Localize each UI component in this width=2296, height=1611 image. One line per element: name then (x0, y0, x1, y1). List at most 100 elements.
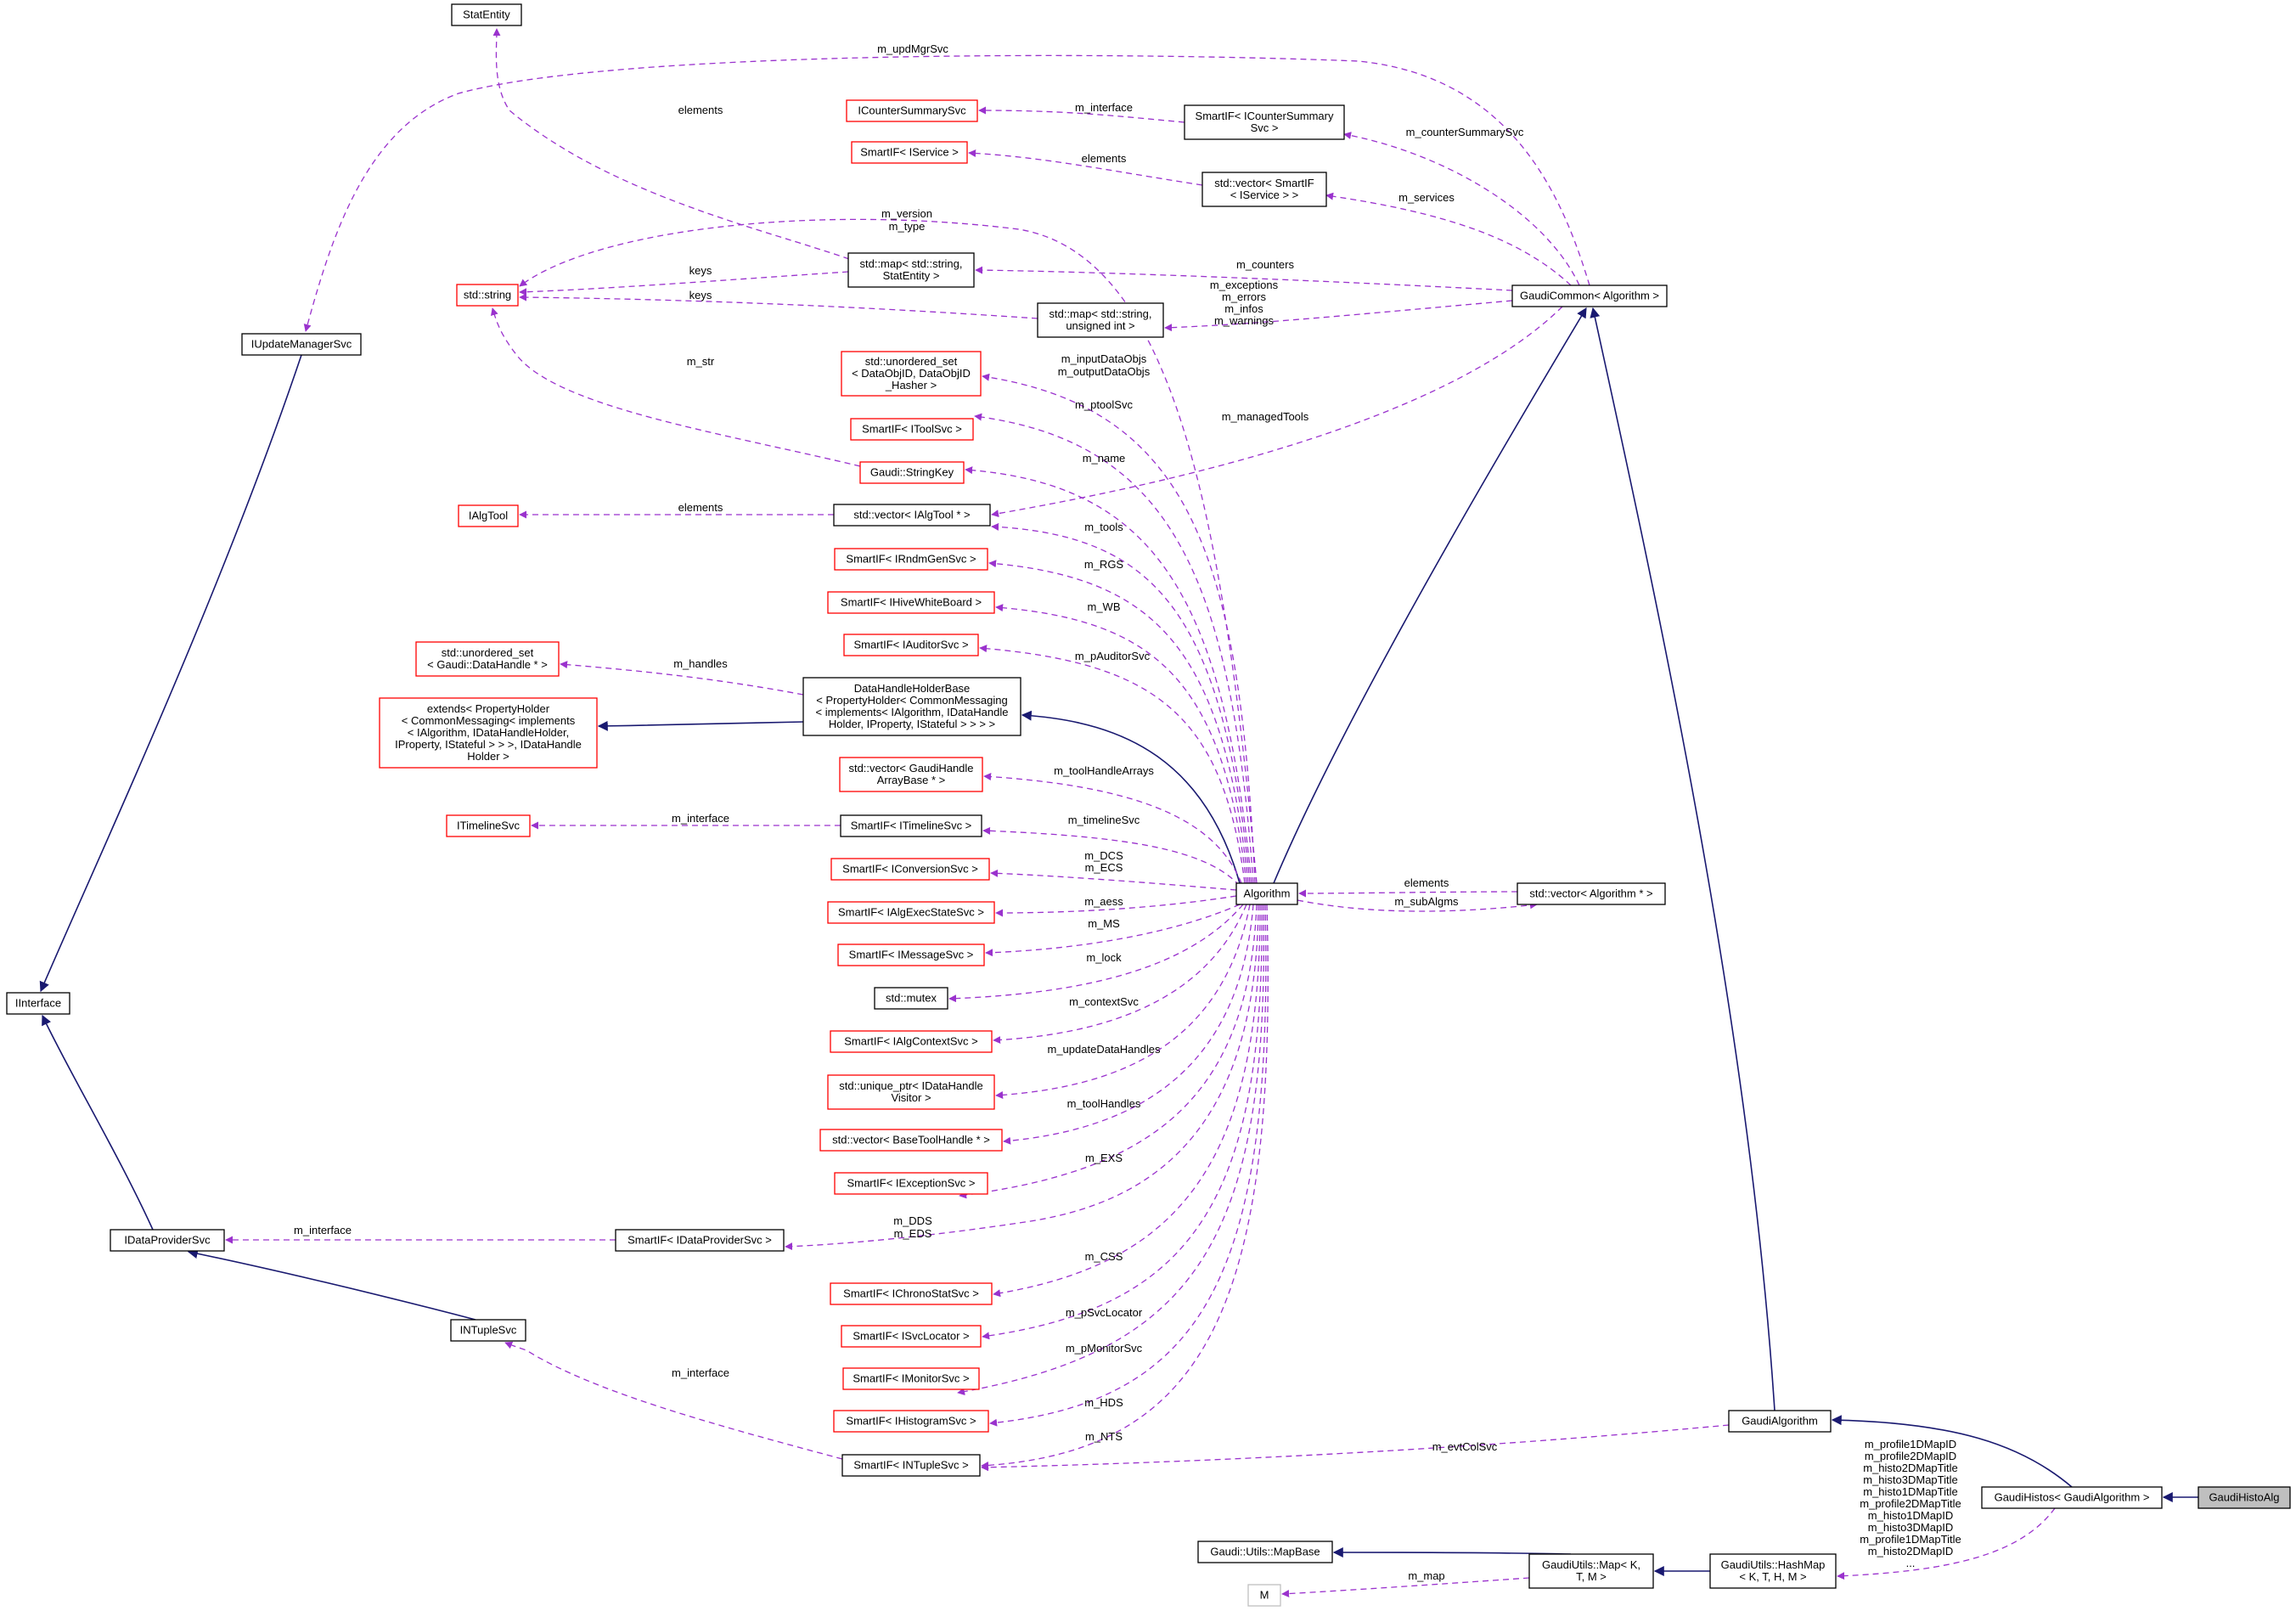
node-vector-base-tool-handle[interactable]: std::vector< BaseToolHandle * > (819, 1129, 1003, 1152)
node-itimeline-svc[interactable]: ITimelineSvc (446, 814, 531, 837)
node-box (827, 901, 995, 924)
node-extends-property-holder[interactable]: extends< PropertyHolder< CommonMessaging… (379, 697, 598, 769)
edge-label: elements (678, 501, 723, 514)
edge-label: m_HDS (1084, 1396, 1123, 1409)
node-std-string[interactable]: std::string (456, 284, 519, 307)
usage-edge-algorithm-to-smart-if-iexception-svc (959, 904, 1258, 1199)
node-box (802, 677, 1021, 736)
usage-edge-algorithm-to-unique-ptr-idata-handle-visitor (995, 904, 1251, 1099)
edge-label: m_EXS (1085, 1152, 1123, 1164)
node-gaudi-algorithm[interactable]: GaudiAlgorithm (1728, 1410, 1832, 1433)
node-label-line: SmartIF< IChronoStatSvc > (843, 1287, 979, 1300)
node-smart-if-itool-svc[interactable]: SmartIF< IToolSvc > (850, 418, 974, 441)
edge-layer (39, 28, 2198, 1598)
node-unordered-set-data-obj-id[interactable]: std::unordered_set< DataObjID, DataObjID… (841, 351, 982, 397)
node-unordered-set-data-handle[interactable]: std::unordered_set< Gaudi::DataHandle * … (415, 641, 560, 677)
edge-label: m_aess (1084, 895, 1123, 908)
node-smart-if-iconversion-svc[interactable]: SmartIF< IConversionSvc > (830, 858, 990, 881)
edge-label: m_profile1DMapID (1865, 1438, 1956, 1450)
node-label-line: INTupleSvc (460, 1324, 517, 1337)
node-vector-smart-if-iservice[interactable]: std::vector< SmartIF< IService > > (1201, 172, 1327, 207)
node-gaudi-common-algorithm[interactable]: GaudiCommon< Algorithm > (1511, 284, 1668, 307)
edge-label: m_DCS (1084, 849, 1123, 862)
node-gaudi-string-key[interactable]: Gaudi::StringKey (859, 461, 965, 484)
usage-edge-algorithm-to-smart-if-isvc-locator (982, 904, 1263, 1340)
usage-edge-algorithm-to-std-mutex (948, 904, 1244, 1003)
node-smart-if-iexception-svc[interactable]: SmartIF< IExceptionSvc > (834, 1172, 988, 1195)
edge-label: m_exceptions (1210, 279, 1279, 291)
node-label-line: SmartIF< IAlgContextSvc > (844, 1035, 978, 1048)
usage-edge-algorithm-to-vector-algorithm (1297, 899, 1538, 912)
node-smart-if-iauditor-svc[interactable]: SmartIF< IAuditorSvc > (843, 634, 979, 656)
node-smart-if-ihive-white-board[interactable]: SmartIF< IHiveWhiteBoard > (827, 591, 995, 614)
node-idata-provider-svc[interactable]: IDataProviderSvc (110, 1229, 225, 1252)
node-smart-if-idata-provider-svc[interactable]: SmartIF< IDataProviderSvc > (615, 1229, 785, 1252)
usage-edge-algorithm-to-vector-base-tool-handle (1003, 904, 1254, 1145)
node-gaudi-utils-map[interactable]: GaudiUtils::Map< K,T, M > (1528, 1553, 1654, 1589)
node-label-line: < IService > > (1230, 189, 1299, 201)
node-map-string-unsigned[interactable]: std::map< std::string,unsigned int > (1037, 302, 1164, 338)
node-box (1517, 882, 1666, 905)
node-box (850, 418, 974, 441)
node-label-line: SmartIF< IRndmGenSvc > (846, 553, 976, 566)
inheritance-edge-algorithm-to-data-handle-holder-base (1021, 710, 1241, 884)
node-intuple-svc[interactable]: INTupleSvc (450, 1319, 526, 1342)
usage-edge-algorithm-to-smart-if-ialg-exec-state-svc (995, 895, 1237, 917)
node-smart-if-ichrono-stat-svc[interactable]: SmartIF< IChronoStatSvc > (830, 1282, 993, 1305)
inheritance-edge-gaudi-utils-map-to-gaudi-utils-map-base (1332, 1547, 1572, 1558)
node-label-line: SmartIF< IHistogramSvc > (846, 1415, 976, 1428)
inheritance-edge-algorithm-to-gaudi-common-algorithm (1273, 307, 1587, 884)
edge-label: m_evtColSvc (1432, 1440, 1498, 1453)
node-smart-if-icounter-summary-svc[interactable]: SmartIF< ICounterSummarySvc > (1184, 104, 1345, 140)
node-vector-algorithm[interactable]: std::vector< Algorithm * > (1517, 882, 1666, 905)
node-smart-if-itimeline-svc[interactable]: SmartIF< ITimelineSvc > (840, 814, 982, 837)
node-gaudi-utils-map-base[interactable]: Gaudi::Utils::MapBase (1197, 1541, 1333, 1563)
node-data-handle-holder-base[interactable]: DataHandleHolderBase< PropertyHolder< Co… (802, 677, 1021, 736)
node-box (819, 1129, 1003, 1152)
node-gaudi-histos-gaudi-algorithm[interactable]: GaudiHistos< GaudiAlgorithm > (1981, 1486, 2163, 1509)
node-icounter-summary-svc[interactable]: ICounterSummarySvc (846, 99, 978, 122)
node-label-line: GaudiCommon< Algorithm > (1520, 290, 1659, 302)
node-smart-if-imonitor-svc[interactable]: SmartIF< IMonitorSvc > (842, 1367, 980, 1390)
node-iinterface[interactable]: IInterface (6, 992, 70, 1015)
node-label-line: SmartIF< IService > (860, 146, 959, 159)
node-iupdate-manager-svc[interactable]: IUpdateManagerSvc (241, 333, 362, 356)
node-smart-if-ialg-context-svc[interactable]: SmartIF< IAlgContextSvc > (830, 1030, 993, 1053)
node-algorithm[interactable]: Algorithm (1235, 882, 1298, 905)
node-stat-entity[interactable]: StatEntity (451, 3, 522, 26)
node-box (1511, 284, 1668, 307)
node-label-line: std::map< std::string, (859, 257, 962, 270)
node-std-mutex[interactable]: std::mutex (874, 987, 948, 1010)
node-ialg-tool[interactable]: IAlgTool (458, 504, 519, 527)
edge-label: m_interface (1075, 101, 1133, 114)
node-smart-if-iservice[interactable]: SmartIF< IService > (851, 141, 968, 164)
node-smart-if-isvc-locator[interactable]: SmartIF< ISvcLocator > (841, 1325, 982, 1348)
node-smart-if-irndm-gen-svc[interactable]: SmartIF< IRndmGenSvc > (834, 548, 988, 571)
node-smart-if-intuple-svc[interactable]: SmartIF< INTupleSvc > (841, 1454, 981, 1477)
usage-edge-algorithm-to-smart-if-imonitor-svc (957, 904, 1265, 1396)
node-vector-ialg-tool[interactable]: std::vector< IAlgTool * > (833, 504, 991, 527)
node-gaudi-utils-hash-map[interactable]: GaudiUtils::HashMap< K, T, H, M > (1709, 1553, 1837, 1589)
node-box (827, 591, 995, 614)
node-label-line: < PropertyHolder< CommonMessaging (816, 694, 1007, 707)
node-box (847, 252, 975, 288)
node-label-line: StatEntity > (883, 269, 940, 282)
node-smart-if-ihistogram-svc[interactable]: SmartIF< IHistogramSvc > (833, 1410, 989, 1433)
node-gaudi-histo-alg[interactable]: GaudiHistoAlg (2198, 1486, 2291, 1509)
node-box (837, 944, 985, 966)
node-label-line: std::vector< GaudiHandle (848, 762, 973, 775)
node-map-string-stat-entity[interactable]: std::map< std::string,StatEntity > (847, 252, 975, 288)
usage-edge-algorithm-to-smart-if-idata-provider-svc (785, 904, 1259, 1251)
node-label-line: SmartIF< ICounterSummary (1196, 110, 1334, 122)
node-box (834, 1172, 988, 1195)
node-m[interactable]: M (1247, 1584, 1281, 1607)
usage-edge-map-string-stat-entity-to-std-string (519, 271, 849, 296)
node-box (1528, 1553, 1654, 1589)
edge-label: m_NTS (1085, 1430, 1123, 1443)
node-smart-if-imessage-svc[interactable]: SmartIF< IMessageSvc > (837, 944, 985, 966)
usage-edge-algorithm-to-smart-if-intuple-svc (981, 904, 1269, 1469)
edge-label: m_DDS (893, 1214, 932, 1227)
node-smart-if-ialg-exec-state-svc[interactable]: SmartIF< IAlgExecStateSvc > (827, 901, 995, 924)
